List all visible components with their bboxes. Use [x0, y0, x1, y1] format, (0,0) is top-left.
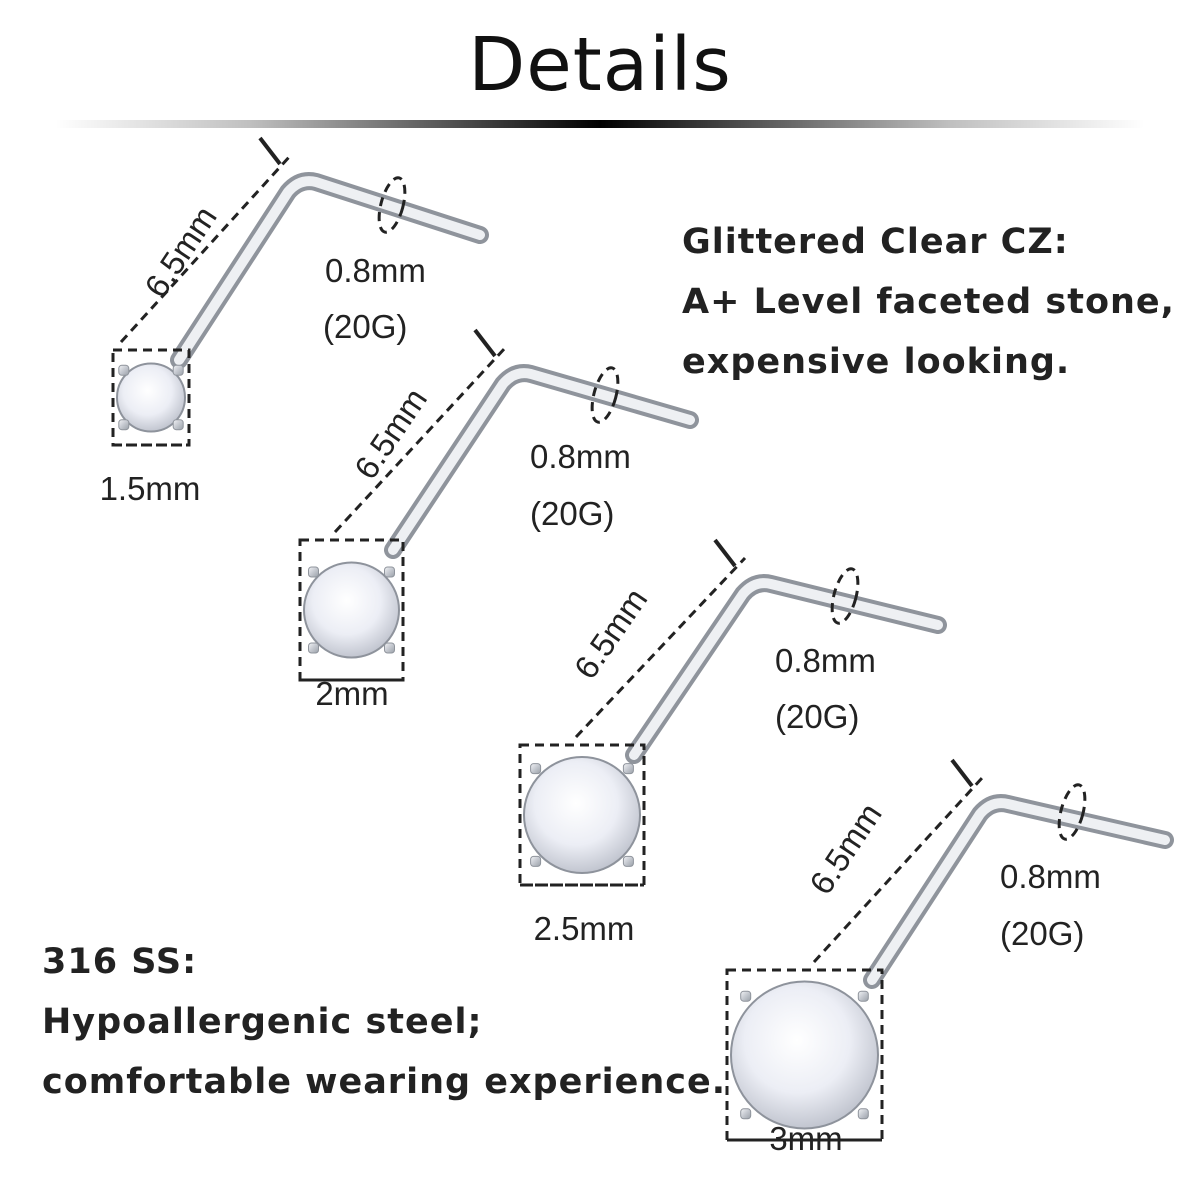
stone-prong: [308, 642, 319, 654]
length-tick: [950, 758, 974, 788]
stud-4: 6.5mm 0.8mm (20G) 3mm: [725, 758, 1174, 1157]
thickness-marker: [1057, 783, 1087, 841]
stone-size-label: 2mm: [315, 675, 388, 712]
stone-prong: [172, 419, 184, 431]
length-dimension-line: [574, 556, 747, 739]
stone-size-label: 2.5mm: [534, 910, 635, 947]
stone-prong: [118, 419, 130, 431]
stone-prong: [530, 855, 542, 867]
stone-size-box: [725, 968, 884, 1142]
cz-line-3: expensive looking.: [682, 342, 1071, 382]
length-tick: [713, 538, 737, 568]
stone-size-label: 1.5mm: [100, 470, 201, 507]
length-label: 6.5mm: [137, 199, 224, 303]
thickness-marker: [590, 366, 620, 424]
thickness-label: 0.8mm: [775, 642, 876, 679]
thickness-marker: [830, 567, 860, 625]
thickness-label: 0.8mm: [530, 438, 631, 475]
stone-prong: [384, 642, 395, 654]
length-dimension-line: [119, 154, 292, 344]
length-tick: [258, 136, 282, 166]
stone-prong: [384, 566, 395, 578]
thickness-label: 0.8mm: [1000, 858, 1101, 895]
gauge-label: (20G): [323, 308, 407, 345]
thickness-marker: [377, 176, 407, 234]
cz-line-1: Glittered Clear CZ:: [682, 222, 1069, 262]
stone-prong: [530, 763, 542, 775]
stone-prong: [118, 364, 130, 376]
cz-stone: [523, 756, 641, 874]
stone-prong: [740, 1108, 752, 1120]
stone-prong: [172, 364, 184, 376]
stone-prong: [857, 1108, 869, 1120]
stone-prong: [740, 990, 752, 1002]
stone-size-box: [298, 538, 405, 682]
gauge-label: (20G): [775, 698, 859, 735]
length-dimension-line: [812, 776, 984, 964]
length-dimension-line: [333, 346, 507, 534]
gauge-label: (20G): [1000, 915, 1084, 952]
cz-line-2: A+ Level faceted stone,: [682, 282, 1175, 322]
thickness-label: 0.8mm: [325, 252, 426, 289]
ss-line-3: comfortable wearing experience.: [42, 1062, 727, 1102]
stone-size-label: 3mm: [769, 1120, 842, 1157]
stud-3: 6.5mm 0.8mm (20G) 2.5mm: [518, 538, 947, 947]
title-divider: [55, 120, 1145, 128]
page-title: Details: [468, 22, 732, 108]
steel-description: 316 SS: Hypoallergenic steel; comfortabl…: [42, 932, 726, 1112]
ss-line-2: Hypoallergenic steel;: [42, 1002, 483, 1042]
cz-stone: [730, 980, 879, 1130]
length-label: 6.5mm: [802, 796, 889, 900]
stone-prong: [857, 990, 869, 1002]
stone-prong: [622, 855, 634, 867]
stone-size-box: [518, 743, 646, 887]
cz-description: Glittered Clear CZ: A+ Level faceted sto…: [682, 212, 1175, 392]
cz-stone: [116, 362, 186, 433]
cz-stone: [303, 561, 400, 659]
stud-pin-highlight: [867, 798, 1170, 985]
stud-pin-highlight: [388, 368, 695, 555]
stud-pin-highlight: [629, 578, 943, 760]
stone-size-box: [111, 348, 191, 447]
gauge-label: (20G): [530, 495, 614, 532]
stone-prong: [622, 763, 634, 775]
length-tick: [473, 328, 497, 358]
stone-prong: [308, 566, 319, 578]
ss-line-1: 316 SS:: [42, 942, 198, 982]
stud-1: 6.5mm 0.8mm (20G) 1.5mm: [100, 136, 489, 507]
stud-pin-highlight: [174, 176, 485, 365]
